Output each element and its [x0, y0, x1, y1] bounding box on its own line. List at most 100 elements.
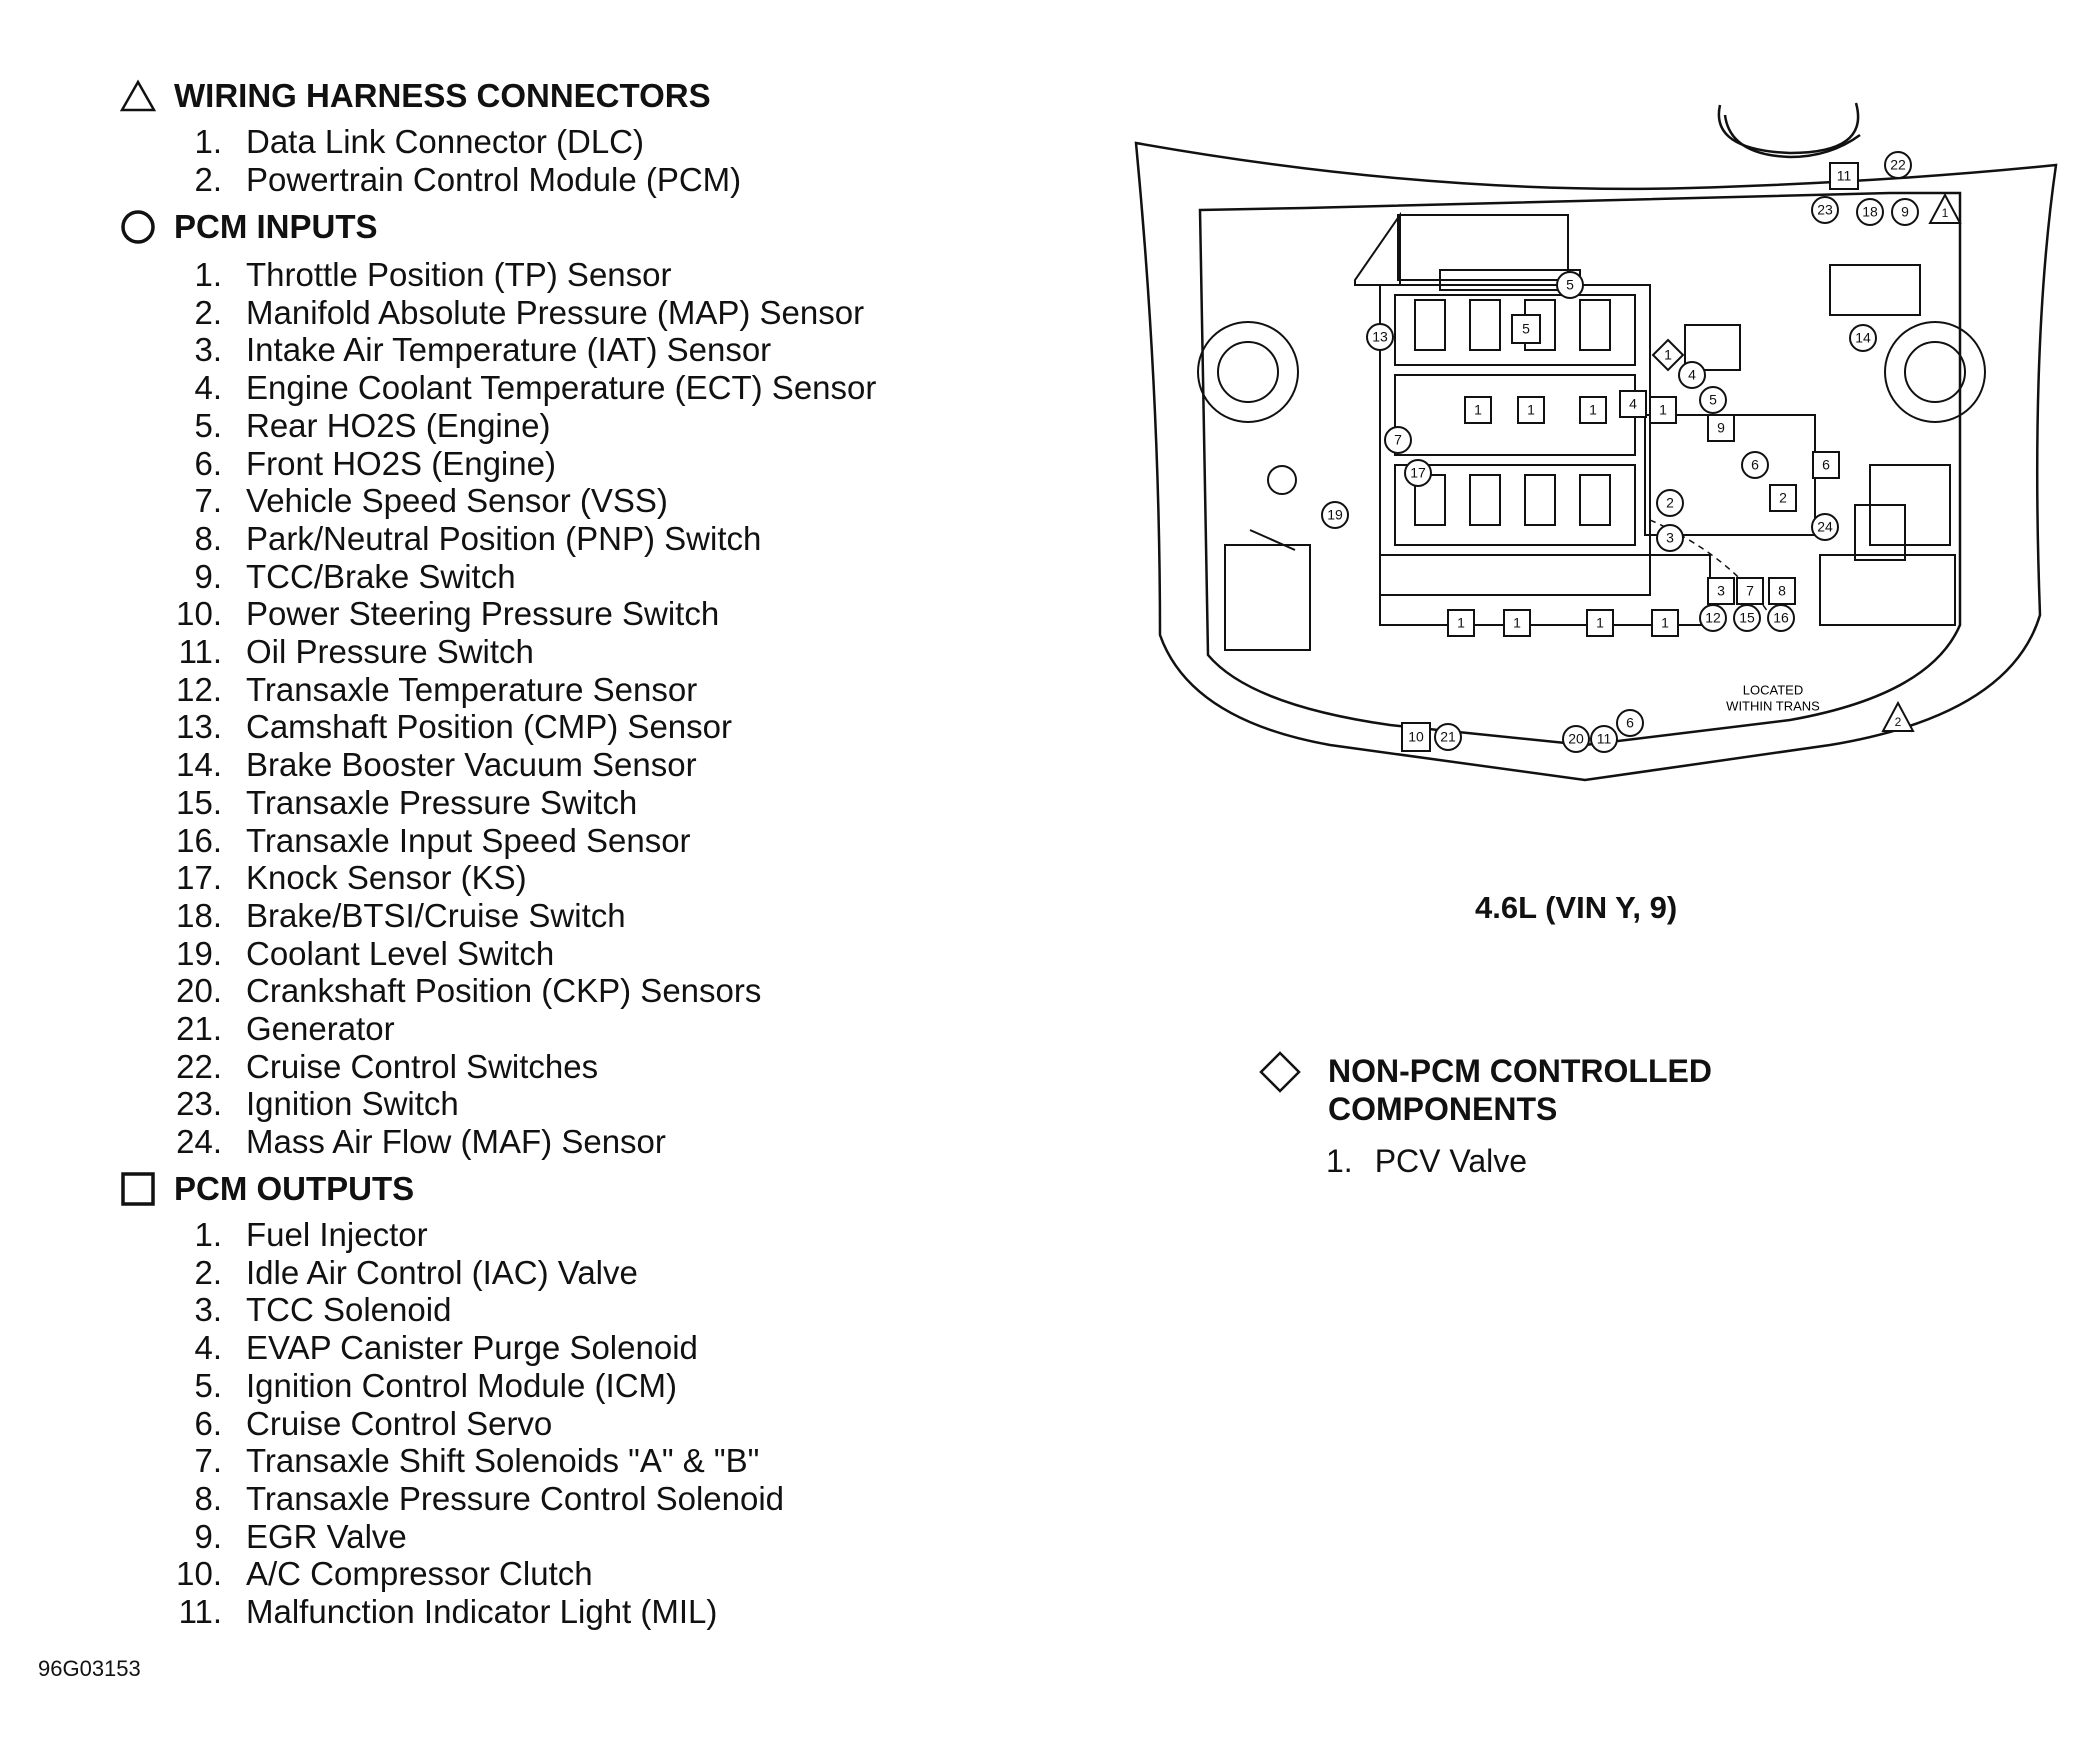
outputs-heading: PCM OUTPUTS — [118, 1169, 414, 1209]
svg-text:11: 11 — [1597, 731, 1612, 747]
non-pcm-title-line1: NON-PCM CONTROLLED — [1328, 1053, 1712, 1089]
svg-text:2: 2 — [1666, 495, 1674, 511]
svg-text:13: 13 — [1372, 329, 1388, 345]
svg-text:21: 21 — [1440, 729, 1456, 745]
list-item: 3.Intake Air Temperature (IAT) Sensor — [194, 331, 772, 369]
svg-text:8: 8 — [1778, 583, 1786, 599]
svg-text:22: 22 — [1890, 157, 1906, 173]
svg-text:9: 9 — [1717, 420, 1725, 436]
list-item: 10.A/C Compressor Clutch — [176, 1555, 593, 1593]
svg-text:6: 6 — [1751, 457, 1759, 473]
svg-text:11: 11 — [1837, 168, 1852, 184]
svg-text:6: 6 — [1822, 457, 1830, 473]
svg-text:1: 1 — [1527, 402, 1535, 418]
diagram-caption: 4.6L (VIN Y, 9) — [1475, 890, 1678, 925]
svg-text:1: 1 — [1659, 402, 1667, 418]
non-pcm-list: 1.PCV Valve — [1326, 1143, 1528, 1179]
list-item: 12.Transaxle Temperature Sensor — [176, 670, 698, 708]
engine-compartment-diagram: 11 22 23 18 9 1 5 13 5 1 4 5 14 7 17 19 … — [1134, 102, 2058, 782]
wiring-title: WIRING HARNESS CONNECTORS — [174, 77, 711, 114]
list-item: 5.Ignition Control Module (ICM) — [194, 1366, 677, 1404]
inputs-title: PCM INPUTS — [174, 208, 378, 245]
svg-text:7: 7 — [1746, 583, 1754, 599]
svg-text:10: 10 — [1408, 729, 1424, 745]
svg-text:7: 7 — [1394, 432, 1402, 448]
svg-text:1: 1 — [1589, 402, 1597, 418]
svg-text:1: 1 — [1664, 347, 1672, 363]
list-item: 9.EGR Valve — [194, 1517, 407, 1555]
svg-text:2: 2 — [1895, 715, 1902, 729]
list-item: 6.Cruise Control Servo — [194, 1404, 553, 1442]
svg-text:WITHIN TRANS: WITHIN TRANS — [1726, 698, 1820, 713]
list-item: 7.Transaxle Shift Solenoids "A" & "B" — [194, 1442, 760, 1480]
svg-text:12: 12 — [1705, 610, 1721, 626]
list-item: 13.Camshaft Position (CMP) Sensor — [176, 708, 732, 746]
list-item: 1.Data Link Connector (DLC) — [194, 123, 644, 160]
list-item: 2.Manifold Absolute Pressure (MAP) Senso… — [194, 293, 865, 331]
circle-icon — [118, 207, 158, 247]
list-item: 24.Mass Air Flow (MAF) Sensor — [176, 1123, 666, 1161]
diamond-icon — [1258, 1050, 1302, 1094]
list-item: 20.Crankshaft Position (CKP) Sensors — [176, 972, 762, 1010]
svg-text:14: 14 — [1855, 330, 1871, 346]
list-item: 1.Throttle Position (TP) Sensor — [194, 256, 672, 293]
inputs-list: 1.Throttle Position (TP) Sensor 2.Manifo… — [150, 256, 876, 1161]
list-item: 5.Rear HO2S (Engine) — [194, 406, 551, 444]
svg-text:3: 3 — [1666, 530, 1674, 546]
list-item: 10.Power Steering Pressure Switch — [176, 595, 720, 633]
list-item: 16.Transaxle Input Speed Sensor — [176, 821, 691, 859]
svg-text:3: 3 — [1717, 583, 1725, 599]
list-item: 18.Brake/BTSI/Cruise Switch — [176, 896, 626, 934]
svg-text:23: 23 — [1817, 202, 1833, 218]
svg-text:1: 1 — [1596, 615, 1604, 631]
svg-text:5: 5 — [1566, 277, 1574, 293]
svg-text:4: 4 — [1629, 396, 1637, 412]
list-item: 7.Vehicle Speed Sensor (VSS) — [194, 482, 668, 520]
list-item: 23.Ignition Switch — [176, 1085, 459, 1123]
svg-text:9: 9 — [1901, 204, 1909, 220]
svg-text:1: 1 — [1942, 206, 1949, 220]
svg-text:1: 1 — [1513, 615, 1521, 631]
triangle-icon — [118, 76, 158, 116]
svg-text:16: 16 — [1773, 610, 1789, 626]
list-item: 8.Transaxle Pressure Control Solenoid — [194, 1479, 785, 1517]
list-item: 11.Oil Pressure Switch — [178, 633, 534, 671]
list-item: 22.Cruise Control Switches — [176, 1047, 599, 1085]
wiring-list: 1.Data Link Connector (DLC) 2.Powertrain… — [150, 123, 741, 198]
svg-text:15: 15 — [1739, 610, 1755, 626]
inputs-heading: PCM INPUTS — [118, 207, 378, 247]
outputs-title: PCM OUTPUTS — [174, 1170, 415, 1207]
svg-text:17: 17 — [1410, 465, 1426, 481]
list-item: 21.Generator — [176, 1010, 395, 1048]
figure-id: 96G03153 — [38, 1656, 141, 1681]
square-icon — [118, 1169, 158, 1209]
svg-text:LOCATED: LOCATED — [1743, 682, 1803, 697]
svg-text:6: 6 — [1626, 715, 1634, 731]
list-item: 2.Idle Air Control (IAC) Valve — [194, 1253, 638, 1291]
list-item: 15.Transaxle Pressure Switch — [176, 783, 638, 821]
list-item: 9.TCC/Brake Switch — [194, 557, 516, 595]
svg-text:1: 1 — [1474, 402, 1482, 418]
list-item: 8.Park/Neutral Position (PNP) Switch — [194, 519, 762, 557]
list-item: 19.Coolant Level Switch — [176, 934, 555, 972]
list-item: 4.EVAP Canister Purge Solenoid — [194, 1329, 698, 1367]
list-item: 14.Brake Booster Vacuum Sensor — [176, 746, 697, 784]
list-item: 3.TCC Solenoid — [194, 1291, 452, 1329]
svg-text:19: 19 — [1327, 507, 1343, 523]
list-item: 11.Malfunction Indicator Light (MIL) — [178, 1593, 718, 1631]
list-item: PCV Valve — [1374, 1143, 1528, 1179]
list-item: 6.Front HO2S (Engine) — [194, 444, 556, 482]
outputs-list: 1.Fuel Injector 2.Idle Air Control (IAC)… — [150, 1216, 784, 1631]
svg-text:20: 20 — [1568, 731, 1584, 747]
non-pcm-title-line2: COMPONENTS — [1328, 1091, 1558, 1127]
svg-text:1: 1 — [1457, 615, 1465, 631]
svg-text:24: 24 — [1817, 519, 1833, 535]
located-within-trans-note: LOCATED WITHIN TRANS — [1726, 682, 1820, 713]
list-item: 2.Powertrain Control Module (PCM) — [194, 160, 742, 198]
list-item: 4.Engine Coolant Temperature (ECT) Senso… — [194, 369, 877, 407]
list-item: 1.Fuel Injector — [194, 1216, 428, 1253]
non-pcm-heading: NON-PCM CONTROLLED COMPONENTS — [1258, 1050, 1712, 1128]
svg-text:18: 18 — [1862, 204, 1878, 220]
list-item: 17.Knock Sensor (KS) — [176, 859, 527, 897]
svg-text:2: 2 — [1779, 490, 1787, 506]
